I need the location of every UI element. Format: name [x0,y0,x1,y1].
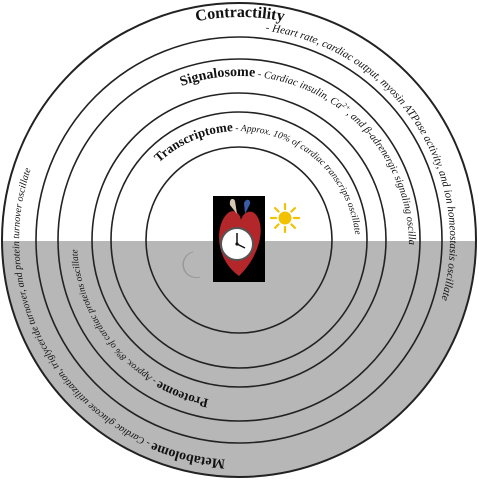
contractility-label: Contractility [194,4,286,25]
ring-3 [57,58,421,422]
night-half [2,241,476,477]
sun-icon [269,202,301,234]
ring-5 [110,111,368,369]
heart-clock-icon [213,196,265,282]
moon-icon [182,251,201,279]
day-half [2,3,476,241]
ring-4 [91,92,387,388]
ring-inner [145,146,333,334]
ring-2 [35,36,443,444]
